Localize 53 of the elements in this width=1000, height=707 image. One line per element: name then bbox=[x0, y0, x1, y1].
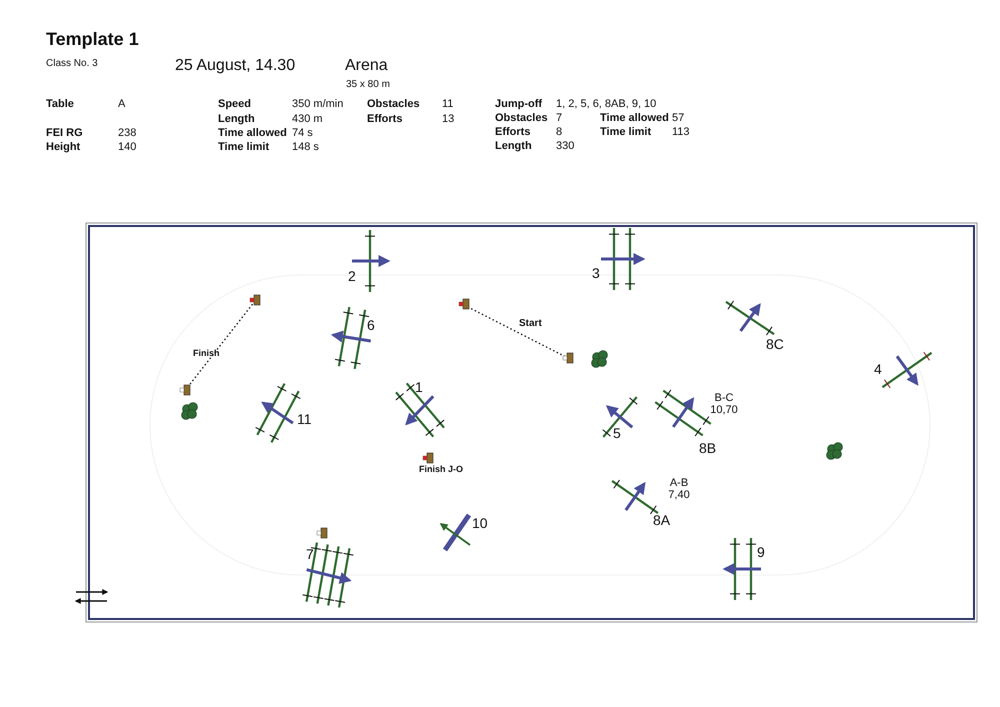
fence-number: 3 bbox=[592, 266, 600, 282]
field-label: Time limit bbox=[600, 126, 652, 138]
class-number: Class No. 3 bbox=[46, 58, 98, 69]
field-value: A bbox=[118, 98, 126, 110]
distance-label: A-B 7,40 bbox=[667, 477, 691, 502]
field-value: 7 bbox=[556, 112, 562, 124]
field-value: 350 m/min bbox=[292, 98, 344, 110]
fence-number: 11 bbox=[297, 412, 312, 428]
field-value: 113 bbox=[672, 126, 690, 138]
fence-number: 2 bbox=[348, 269, 356, 284]
fence-number: 10 bbox=[472, 516, 488, 532]
fence-number: 6 bbox=[367, 318, 375, 334]
finish-label: Finish J-O bbox=[419, 465, 464, 475]
field-label: Time allowed bbox=[600, 112, 669, 124]
field-label: Time allowed bbox=[218, 127, 287, 140]
field-label: Speed bbox=[218, 98, 252, 110]
field-value: 8 bbox=[556, 126, 562, 138]
field-label: Table bbox=[46, 98, 74, 110]
fence-number: 5 bbox=[613, 426, 621, 442]
fence-number: 8A bbox=[653, 513, 670, 528]
field-value: 148 s bbox=[292, 141, 319, 154]
field-value: 140 bbox=[118, 141, 136, 154]
fence-number: 8C bbox=[766, 337, 784, 352]
field-value: 57 bbox=[672, 112, 684, 124]
field-label: Height bbox=[46, 141, 80, 154]
field-label: Obstacles bbox=[367, 98, 420, 110]
title: Template 1 bbox=[46, 30, 139, 50]
fence-number: 1 bbox=[415, 380, 423, 396]
field-label: Jump-off bbox=[495, 98, 542, 110]
field-value: 238 bbox=[118, 127, 136, 140]
fence-number: 8B bbox=[699, 441, 716, 456]
field-label: Efforts bbox=[495, 126, 530, 138]
finish-label: Finish bbox=[193, 349, 220, 359]
fence-number: 7 bbox=[306, 547, 314, 562]
arena-size: 35 x 80 m bbox=[346, 79, 390, 90]
field-value: 330 bbox=[556, 140, 574, 152]
field-label: Length bbox=[495, 140, 532, 152]
field-value: 74 s bbox=[292, 127, 313, 140]
field-label: Efforts bbox=[367, 113, 402, 126]
venue-name: Arena bbox=[345, 57, 388, 75]
field-value: 13 bbox=[442, 113, 454, 126]
start-label: Start bbox=[519, 318, 542, 329]
field-value: 430 m bbox=[292, 113, 323, 126]
date-time: 25 August, 14.30 bbox=[175, 57, 296, 75]
field-label: Time limit bbox=[218, 141, 270, 154]
fence-number: 9 bbox=[757, 545, 765, 560]
field-label: Length bbox=[218, 113, 255, 126]
field-value: 11 bbox=[442, 98, 454, 110]
field-label: FEI RG bbox=[46, 127, 83, 140]
field-label: Obstacles bbox=[495, 112, 548, 124]
fence-number: 4 bbox=[874, 362, 882, 378]
distance-label: B-C 10,70 bbox=[709, 392, 739, 416]
field-value: 1, 2, 5, 6, 8AB, 9, 10 bbox=[556, 98, 656, 110]
